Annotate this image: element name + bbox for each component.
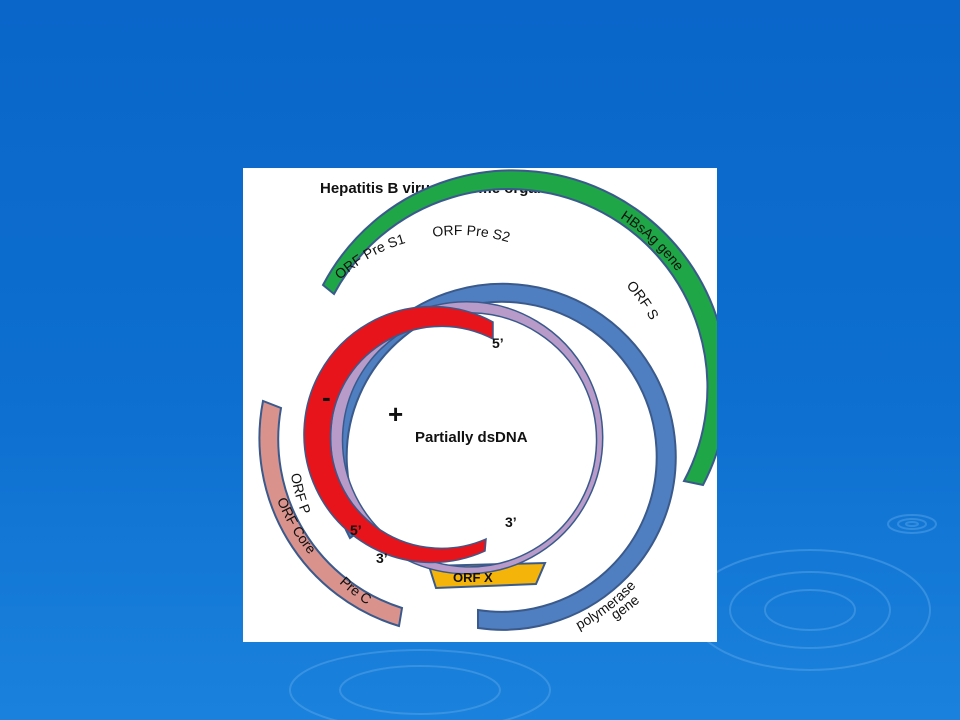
plus-strand-arc <box>303 305 494 564</box>
minus-strand-5prime-label: 5’ <box>350 522 362 538</box>
orf-pre-s2-label: ORF Pre S2 <box>431 222 512 245</box>
hbv-genome-figure: Hepatitis B virus genome organisation OR… <box>243 168 717 642</box>
hbsag-gene-label: HBsAg gene <box>618 207 687 274</box>
plus-sign: + <box>388 399 403 429</box>
core-arc <box>258 399 404 628</box>
hbv-genome-diagram: Hepatitis B virus genome organisation OR… <box>258 169 717 633</box>
plus-strand-5prime-label: 5’ <box>492 335 504 351</box>
plus-strand-3prime-label: 3’ <box>505 514 517 530</box>
s-region-arc <box>321 169 717 487</box>
minus-sign: - <box>322 382 331 412</box>
orf-s-label: ORF S <box>624 277 662 322</box>
orf-x-label: ORF X <box>453 570 493 585</box>
center-label: Partially dsDNA <box>415 429 528 446</box>
minus-strand-3prime-label: 3’ <box>376 550 388 566</box>
